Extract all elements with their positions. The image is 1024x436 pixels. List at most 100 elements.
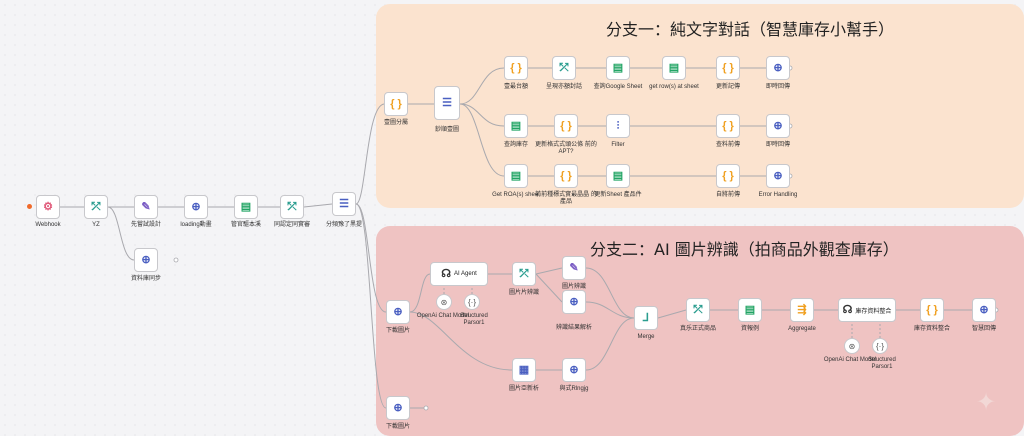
aggregate-icon: ⇶: [797, 303, 807, 316]
switch-icon: ⤱: [287, 200, 297, 213]
code-node-b7-label: 更新記傳: [715, 84, 740, 90]
sheets-node-b6[interactable]: ▤: [662, 56, 686, 80]
openai-icon: ⊛: [848, 341, 856, 351]
structured-parser-subnode-1[interactable]: {·}: [464, 294, 480, 310]
http-node-c14[interactable]: ⊕: [972, 298, 996, 322]
sheets-node-1[interactable]: ▤: [234, 195, 258, 219]
yz-switch-node-label: YZ: [92, 222, 100, 228]
extract-node-c6[interactable]: ▦: [512, 358, 536, 382]
router-icon: ☰: [442, 96, 452, 109]
openai-chat-model-subnode-1[interactable]: ⊛: [436, 294, 452, 310]
sheets-node-b9[interactable]: ▤: [504, 114, 528, 138]
http-node-b13[interactable]: ⊕: [766, 114, 790, 138]
sheets-node-b9-label: 查詢庫存: [503, 142, 528, 148]
router-node-1[interactable]: ☰: [332, 192, 356, 216]
code-node-c13[interactable]: { }: [920, 298, 944, 322]
http-node-c5[interactable]: ⊕: [562, 290, 586, 314]
spreadsheet-icon: ▤: [240, 200, 252, 213]
http-node-c15[interactable]: ⊕: [386, 396, 410, 420]
code-braces-icon: { }: [510, 61, 522, 74]
sticky-title-branch-1: 分支一：純文字對話（智慧庫存小幫手）: [606, 20, 895, 39]
aggregate-node-c11-label: Aggregate: [788, 326, 816, 332]
webhook-icon: ⚙: [43, 200, 53, 213]
http-node-b8-label: 即時回傳: [765, 84, 790, 90]
code-node-b3[interactable]: { }: [504, 56, 528, 80]
globe-icon: ⊕: [393, 305, 403, 318]
openai-chat-model-subnode-2[interactable]: ⊛: [844, 338, 860, 354]
filter-node-b11[interactable]: ⫶: [606, 114, 630, 138]
sheets-node-b14[interactable]: ▤: [504, 164, 528, 188]
code-node-b17-label: 自將前傳: [715, 192, 740, 198]
sheets-node-1-label: 管官驅本溪: [230, 222, 261, 228]
switch-node-2[interactable]: ⤱: [280, 195, 304, 219]
globe-icon: ⊕: [773, 61, 783, 74]
sticky-note-branch-2[interactable]: [376, 226, 1024, 436]
http-node-b18-label: Error Handling: [758, 192, 798, 198]
code-braces-icon: { }: [390, 97, 402, 110]
code-node-b12[interactable]: { }: [716, 114, 740, 138]
http-loading-node-label: loading動畫: [180, 222, 212, 228]
extract-node-c6-label: 圖片亞新析: [508, 386, 539, 392]
switch-node-c9-label: 真乐正式商品: [679, 326, 716, 332]
http-node-b13-label: 即時回傳: [765, 142, 790, 148]
code-node-b10-label: 更新格式式頭公條 前的APT?: [535, 142, 597, 155]
code-braces-icon: { }: [722, 169, 734, 182]
robot-icon: ☊: [842, 303, 853, 316]
structured-parser-subnode-2[interactable]: {·}: [872, 338, 888, 354]
openai-chat-model-subnode-1-label: OpenAi Chat Model: [416, 313, 470, 319]
code-node-b7[interactable]: { }: [716, 56, 740, 80]
code-node-b12-label: 查料前傳: [715, 142, 740, 148]
openai-chat-model-subnode-2-label: OpenAi Chat Model: [823, 357, 877, 363]
edit-node-1[interactable]: ✎: [134, 195, 158, 219]
http-node-c7-label: 與式Rlngjg: [559, 386, 589, 392]
yz-switch-node[interactable]: ⤱: [84, 195, 108, 219]
trigger-indicator-dot: [27, 204, 32, 209]
http-sync-node-label: 資料庫同步: [130, 276, 161, 282]
sheets-node-b5[interactable]: ▤: [606, 56, 630, 80]
spreadsheet-icon: ▤: [612, 61, 624, 74]
sheets-node-b16[interactable]: ▤: [606, 164, 630, 188]
filter-icon: ⫶: [616, 119, 620, 132]
spreadsheet-icon: ▤: [744, 303, 756, 316]
ai-agent-node[interactable]: ☊AI Agent: [430, 262, 488, 286]
code-node-b10[interactable]: { }: [554, 114, 578, 138]
globe-icon: ⊕: [141, 253, 151, 266]
globe-icon: ⊕: [773, 119, 783, 132]
switch-node-c3[interactable]: ⤱: [512, 262, 536, 286]
sparkle-watermark-icon: ✦: [976, 389, 997, 416]
globe-icon: ⊕: [569, 363, 579, 376]
http-node-c7[interactable]: ⊕: [562, 358, 586, 382]
code-node-b17[interactable]: { }: [716, 164, 740, 188]
switch-node-2-label: 同認定同實審: [273, 222, 310, 228]
http-node-b18[interactable]: ⊕: [766, 164, 790, 188]
merge-icon: ⅃: [642, 311, 650, 324]
merge-node-c8[interactable]: ⅃: [634, 306, 658, 330]
switch-icon: ⤱: [559, 61, 569, 74]
http-sync-node[interactable]: ⊕: [134, 248, 158, 272]
switch-node-c3-label: 圖片片辨識: [508, 290, 539, 296]
spreadsheet-icon: ▤: [510, 119, 522, 132]
sheets-node-c10[interactable]: ▤: [738, 298, 762, 322]
sticky-note-branch-1[interactable]: [376, 4, 1024, 208]
http-loading-node[interactable]: ⊕: [184, 195, 208, 219]
ai-agent-node-2[interactable]: ☊庫存資料整合: [838, 298, 896, 322]
globe-icon: ⊕: [773, 169, 783, 182]
switch-node-b4[interactable]: ⤱: [552, 56, 576, 80]
http-node-c15-label: 下載圖片: [385, 424, 410, 430]
webhook-node[interactable]: ⚙: [36, 195, 60, 219]
code-node-b15[interactable]: { }: [554, 164, 578, 188]
pencil-icon: ✎: [141, 200, 151, 213]
code-node-b3-label: 壹最台額: [503, 84, 528, 90]
http-node-c1[interactable]: ⊕: [386, 300, 410, 324]
edit-node-c4[interactable]: ✎: [562, 256, 586, 280]
aggregate-node-c11[interactable]: ⇶: [790, 298, 814, 322]
switch-node-c9[interactable]: ⤱: [686, 298, 710, 322]
code-node-b1[interactable]: { }: [384, 92, 408, 116]
filter-node-b11-label: Filter: [611, 142, 625, 148]
http-node-b8[interactable]: ⊕: [766, 56, 790, 80]
code-node-b15-label: 前前種標式實最晶晶 的產品: [535, 192, 597, 205]
router-node-b2-label: 鈔順壹圖: [434, 127, 459, 133]
http-node-c5-label: 辨識結果解析: [555, 325, 592, 331]
router-node-b2[interactable]: ☰: [434, 86, 460, 120]
